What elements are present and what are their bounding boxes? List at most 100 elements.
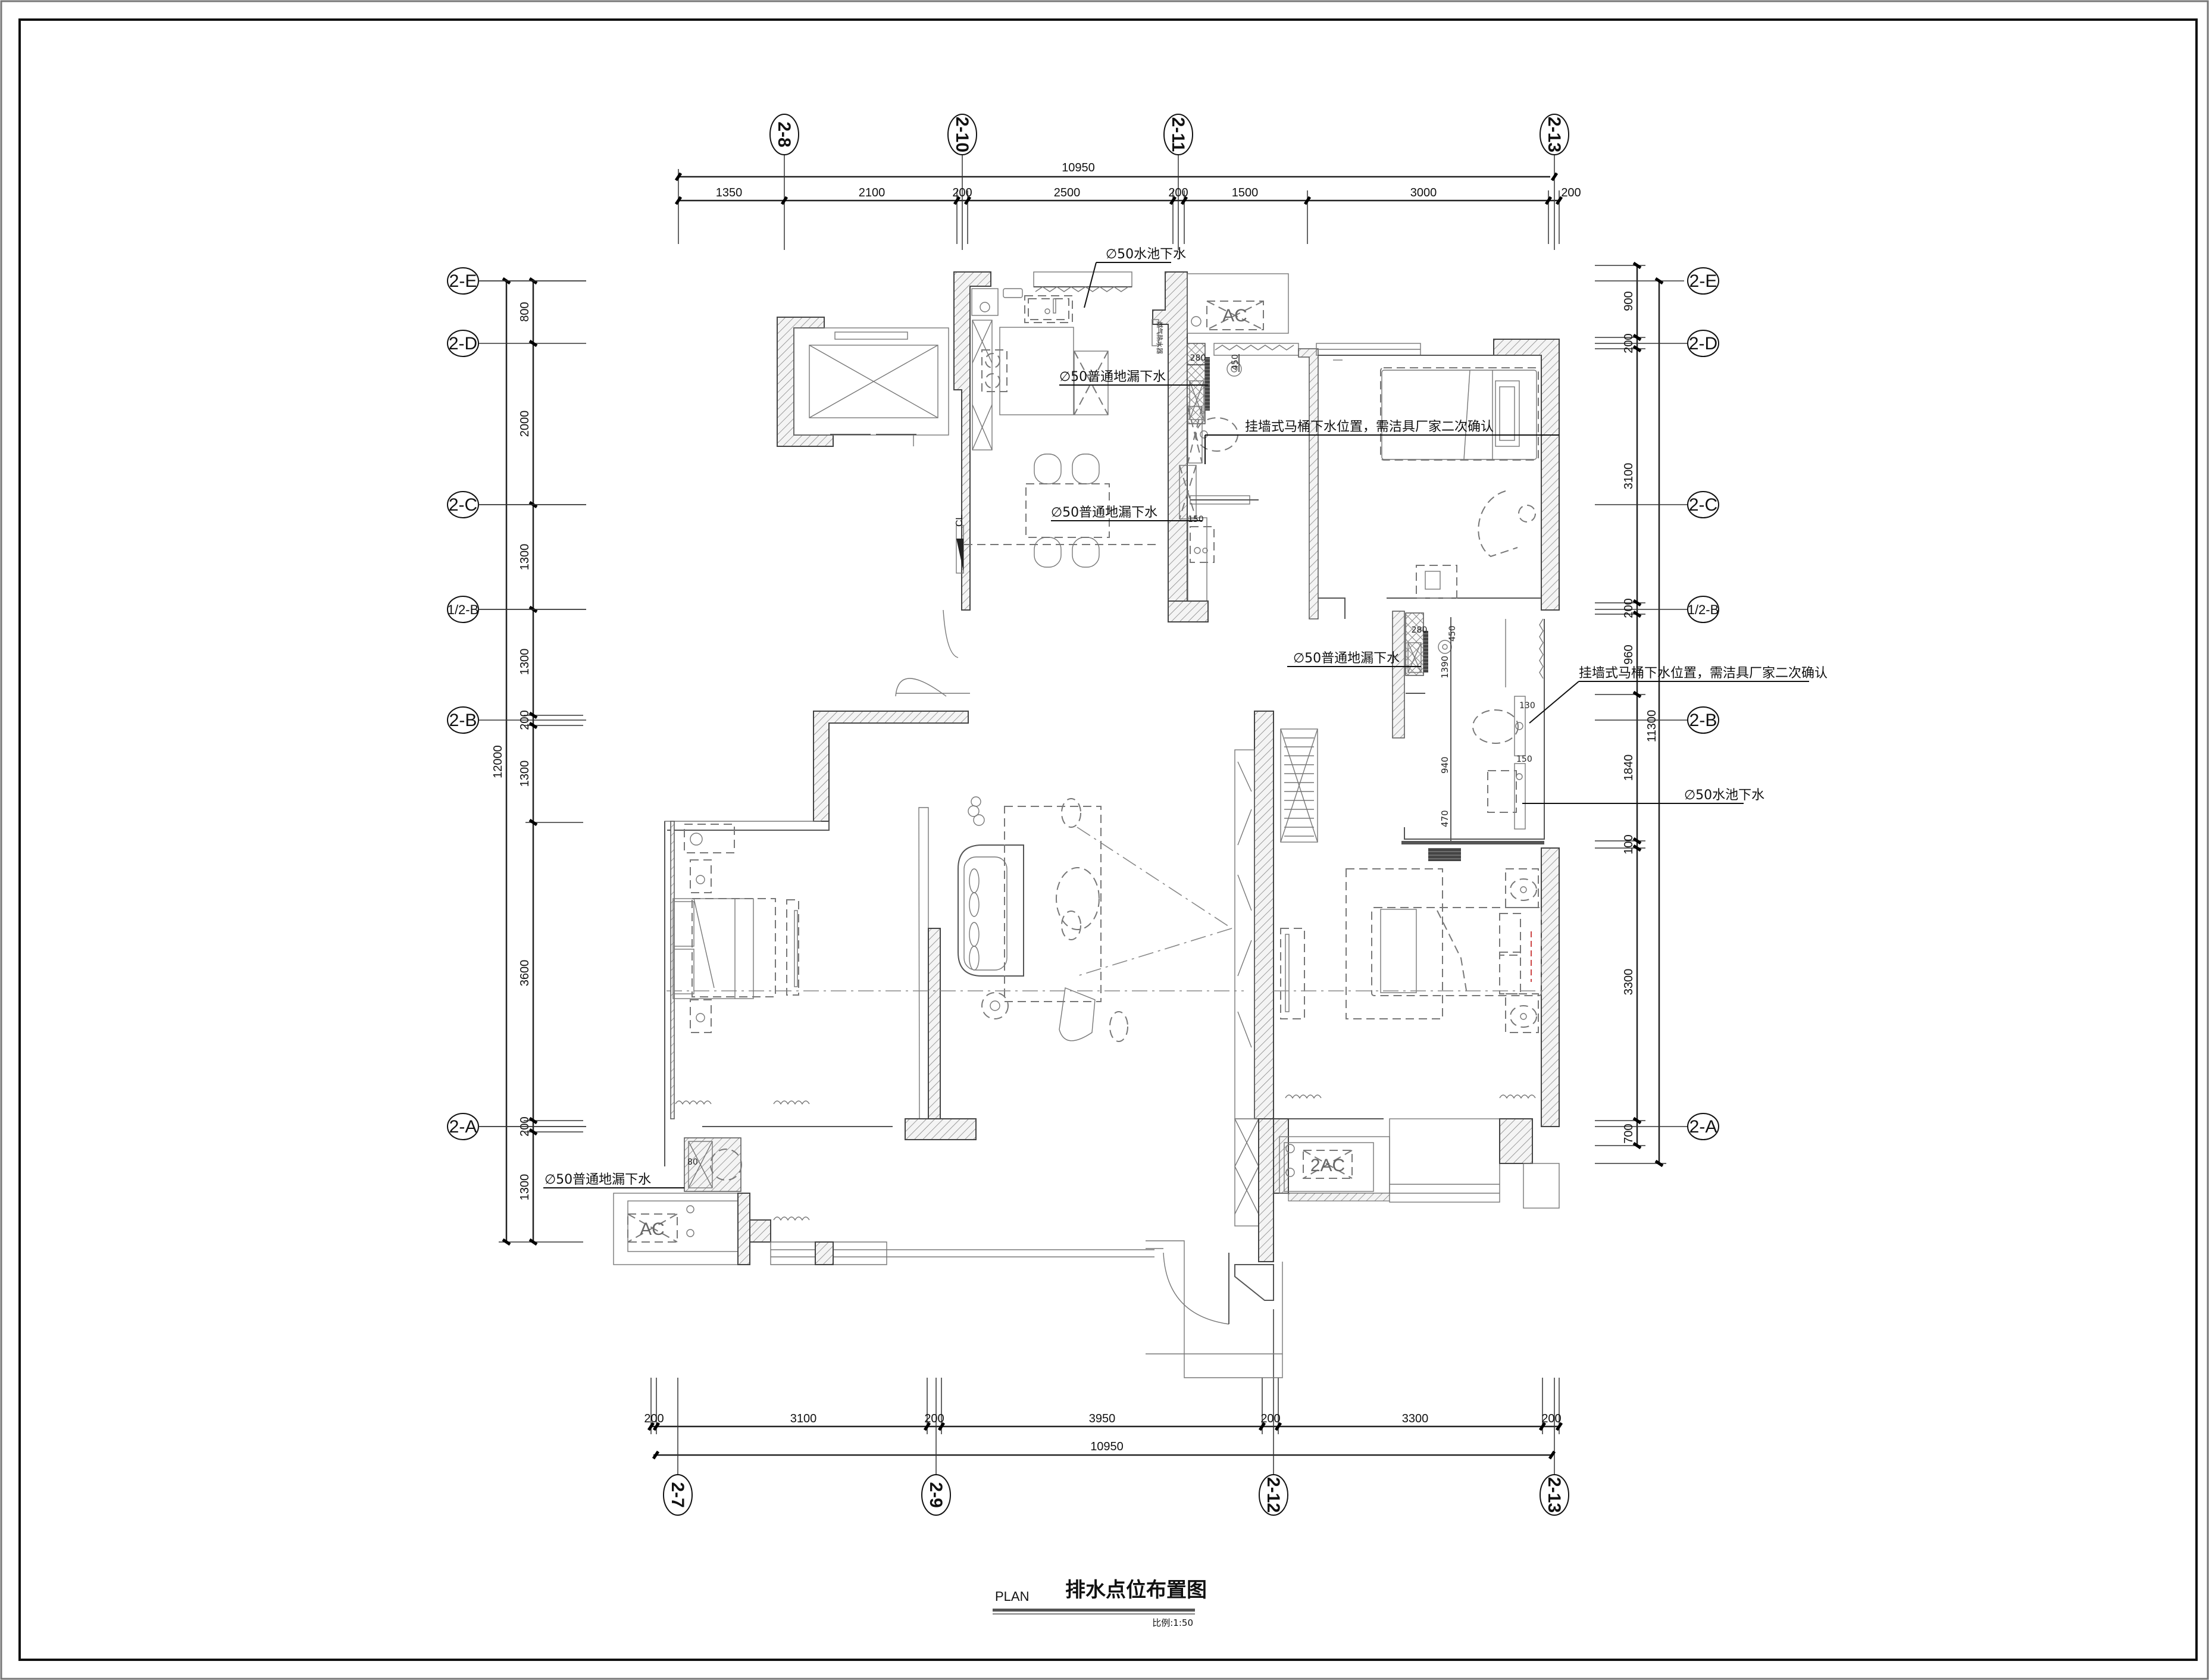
bottom-dim-6: 3300 bbox=[1402, 1412, 1429, 1425]
axis-bubble-2-D-right[interactable]: 2-D bbox=[1687, 330, 1719, 357]
side-table-top-right bbox=[1518, 505, 1536, 523]
axis-bubble-half-2-B-right[interactable]: 1/2-B bbox=[1687, 596, 1719, 623]
side-table-living bbox=[981, 992, 1009, 1019]
svg-text:1/2-B: 1/2-B bbox=[448, 602, 479, 617]
bottom-total-dimension: 10950 bbox=[1090, 1440, 1124, 1453]
bottom-dim-1: 200 bbox=[644, 1412, 664, 1425]
axis-bubble-2-7[interactable]: 2-7 bbox=[663, 1474, 693, 1516]
top-axis-bubbles: 2-8 2-10 2-11 2-13 bbox=[769, 114, 1569, 155]
svg-text:2-B: 2-B bbox=[1689, 711, 1717, 730]
curtain-line-label: CL bbox=[955, 514, 965, 527]
note-wc2-sink-drain: ∅50水池下水 bbox=[1684, 788, 1764, 803]
axis-bubble-2-B-right[interactable]: 2-B bbox=[1687, 706, 1719, 734]
axis-bubble-2-13-bottom[interactable]: 2-13 bbox=[1540, 1474, 1569, 1516]
top-total-dimension: 10950 bbox=[1062, 161, 1095, 174]
top-dim-7: 3000 bbox=[1410, 186, 1437, 199]
drawing-title-block: PLAN 排水点位布置图 比例:1:50 bbox=[993, 1578, 1207, 1628]
svg-text:2-A: 2-A bbox=[449, 1117, 477, 1137]
axis-bubble-2-9[interactable]: 2-9 bbox=[921, 1474, 951, 1516]
living-room bbox=[664, 609, 1244, 1166]
wc1-dim-150: 150 bbox=[1188, 515, 1204, 524]
wc2-dim-130: 130 bbox=[1519, 701, 1535, 711]
axis-bubble-2-12[interactable]: 2-12 bbox=[1259, 1474, 1288, 1516]
drainage-annotations: ∅50水池下水 ∅50普通地漏下水 挂墙式马桶下水位置，需洁具厂家二次确认 ∅5… bbox=[543, 247, 1828, 1188]
front-door-swing[interactable] bbox=[1163, 1252, 1229, 1325]
kitchen-sink-drain-point bbox=[1044, 308, 1050, 314]
wc2-dim-150: 150 bbox=[1516, 755, 1532, 764]
floor-plan: AC 燃气热水器 bbox=[543, 247, 1828, 1378]
bedroom-bottom-right: 2AC bbox=[1273, 847, 1560, 1209]
elevator-shaft bbox=[777, 317, 949, 447]
axis-bubble-2-8[interactable]: 2-8 bbox=[769, 114, 799, 155]
wc2-dim-470: 470 bbox=[1440, 810, 1450, 827]
bathroom-1: 280 450 150 bbox=[1168, 343, 1299, 622]
bedroom-top-right bbox=[1298, 339, 1560, 620]
left-axis-bubbles: 2-E 2-D 2-C 1/2-B 2-B 2-A bbox=[447, 267, 586, 1140]
bed-bottom-right bbox=[1371, 907, 1542, 996]
axis-bubble-2-E-right[interactable]: 2-E bbox=[1687, 267, 1719, 295]
svg-text:2-13: 2-13 bbox=[1544, 1477, 1564, 1513]
svg-text:2-A: 2-A bbox=[1689, 1117, 1717, 1137]
left-dim-6: 1300 bbox=[518, 761, 531, 787]
left-dim-7: 3600 bbox=[518, 960, 531, 987]
right-dim-2: 200 bbox=[1622, 333, 1635, 353]
top-dim-1: 1350 bbox=[716, 186, 743, 199]
svg-text:2-8: 2-8 bbox=[774, 121, 794, 147]
note-wc1-floor-drain: ∅50普通地漏下水 bbox=[1051, 505, 1157, 520]
floor-drain-wc1 bbox=[1226, 361, 1242, 377]
ac-label-bottom-right: 2AC bbox=[1310, 1156, 1345, 1175]
ac-label-bottom-left: AC bbox=[640, 1219, 665, 1239]
svg-text:2-C: 2-C bbox=[449, 495, 477, 515]
svg-text:2-D: 2-D bbox=[1689, 334, 1717, 353]
bottom-dim-5: 200 bbox=[1260, 1412, 1280, 1425]
ac-label-top: AC bbox=[1222, 306, 1247, 326]
axis-bubble-2-A-right[interactable]: 2-A bbox=[1687, 1113, 1719, 1140]
axis-bubble-2-11[interactable]: 2-11 bbox=[1163, 114, 1193, 155]
gas-water-heater-label: 燃气热水器 bbox=[1156, 321, 1164, 354]
top-dim-6: 1500 bbox=[1232, 186, 1259, 199]
sheet-inner-frame bbox=[18, 18, 2198, 1661]
axis-bubble-2-10[interactable]: 2-10 bbox=[947, 114, 977, 155]
axis-bubble-2-C-left[interactable]: 2-C bbox=[447, 491, 479, 518]
axis-bubble-2-13-top[interactable]: 2-13 bbox=[1540, 114, 1569, 155]
cooktop bbox=[981, 349, 1007, 392]
sofa bbox=[958, 844, 1024, 977]
right-axis-bubbles: 2-E 2-D 2-C 1/2-B 2-B 2-A bbox=[1687, 267, 1719, 1140]
fridge bbox=[971, 288, 999, 316]
axis-bubble-2-A-left[interactable]: 2-A bbox=[447, 1113, 479, 1140]
kitchen: 燃气热水器 CL bbox=[955, 288, 1164, 574]
axis-bubble-2-D-left[interactable]: 2-D bbox=[447, 330, 479, 357]
dining-table bbox=[1025, 483, 1110, 538]
wc2-dim-1390: 1390 bbox=[1440, 656, 1450, 678]
title-drawing-name: 排水点位布置图 bbox=[1065, 1578, 1207, 1602]
axis-bubble-2-C-right[interactable]: 2-C bbox=[1687, 491, 1719, 518]
wc2-dim-940: 940 bbox=[1440, 756, 1450, 774]
right-dim-9: 700 bbox=[1622, 1124, 1635, 1143]
bottom-dimension-chain: 200 3100 200 3950 200 3300 200 10950 bbox=[644, 1309, 1563, 1479]
bottom-dim-7: 200 bbox=[1541, 1412, 1561, 1425]
left-dim-5: 200 bbox=[518, 710, 531, 730]
tv-cabinet-left bbox=[786, 899, 799, 996]
note-kitchen-sink-drain: ∅50水池下水 bbox=[1106, 247, 1186, 262]
bed-top-right bbox=[1380, 367, 1539, 461]
axis-bubble-2-B-left[interactable]: 2-B bbox=[447, 706, 479, 734]
note-balcony-floor-drain: ∅50普通地漏下水 bbox=[545, 1172, 651, 1187]
bed-left bbox=[672, 898, 754, 999]
balcony-left: 80 AC bbox=[613, 1137, 1154, 1265]
entry-door-swing[interactable] bbox=[943, 609, 959, 658]
right-dim-5: 960 bbox=[1622, 645, 1635, 664]
note-wc1-toilet-drain: 挂墙式马桶下水位置，需洁具厂家二次确认 bbox=[1245, 420, 1494, 434]
wc1-dim-450: 450 bbox=[1231, 354, 1240, 370]
curtain-bedroom-left bbox=[675, 1100, 810, 1105]
svg-text:2-13: 2-13 bbox=[1544, 117, 1564, 152]
lounge-chair-top-right bbox=[1478, 490, 1518, 558]
kitchen-sink bbox=[1024, 295, 1073, 323]
axis-bubble-half-2-B-left[interactable]: 1/2-B bbox=[447, 596, 479, 623]
svg-text:2-D: 2-D bbox=[449, 334, 477, 353]
svg-text:2-10: 2-10 bbox=[952, 117, 972, 152]
svg-text:2-7: 2-7 bbox=[668, 1482, 687, 1507]
left-dim-2: 2000 bbox=[518, 411, 531, 437]
axis-bubble-2-E-left[interactable]: 2-E bbox=[447, 267, 479, 295]
wc2-dim-450: 450 bbox=[1448, 625, 1457, 642]
